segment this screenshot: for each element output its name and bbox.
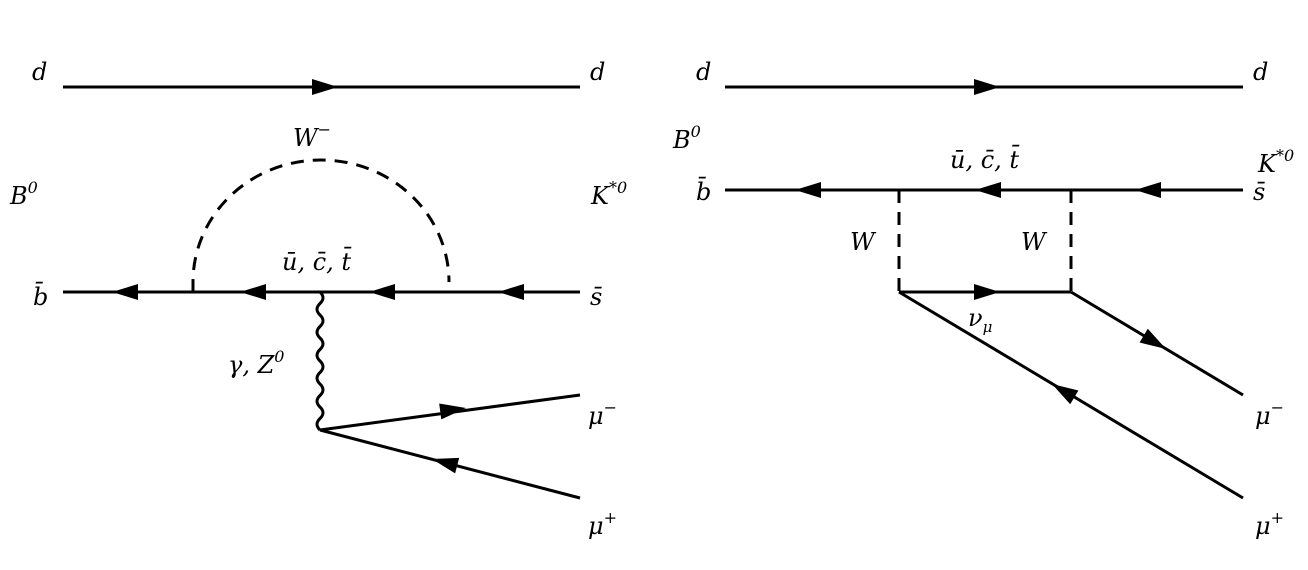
photon-z-propagator: [315, 290, 325, 432]
label-d-out: d: [1253, 58, 1268, 86]
penguin-diagram: d d B0 K*0 W− b̄ s̄ ū, c̄, t̄ γ, Z0 μ− μ…: [9, 58, 627, 540]
label-w-right: W: [1021, 228, 1048, 256]
arrowhead-icon: [1135, 182, 1161, 198]
label-b0: B0: [9, 178, 38, 210]
arrowhead-icon: [1139, 328, 1166, 349]
label-internal-quarks: ū, c̄, t̄: [950, 145, 1020, 174]
arrowhead-icon: [439, 403, 466, 420]
label-d-in: d: [696, 58, 711, 86]
arrowhead-icon: [975, 182, 1001, 198]
label-b-bar: b̄: [33, 282, 48, 311]
label-s-bar: s̄: [1253, 178, 1266, 206]
label-b0: B0: [672, 122, 701, 154]
fermion-arrows: [112, 79, 1166, 474]
label-mu-minus: μ−: [588, 398, 617, 430]
arrowhead-icon: [1052, 384, 1079, 405]
label-internal-quarks: ū, c̄, t̄: [282, 247, 352, 276]
arrowhead-icon: [795, 182, 821, 198]
label-kstar0: K*0: [590, 178, 627, 210]
arrowhead-icon: [112, 284, 138, 300]
arrowhead-icon: [240, 284, 266, 300]
label-s-bar: s̄: [590, 283, 603, 311]
label-d-in: d: [32, 58, 47, 86]
label-gamma-z0: γ, Z0: [228, 347, 284, 379]
label-d-out: d: [590, 58, 605, 86]
arrowhead-icon: [498, 284, 524, 300]
arrowhead-icon: [312, 79, 338, 95]
label-w-left: W: [850, 228, 877, 256]
label-mu-plus: μ+: [588, 508, 617, 540]
label-w-minus: W−: [293, 120, 331, 152]
box-diagram: d d B0 K*0 b̄ s̄ ū, c̄, t̄ W W νμ μ− μ+: [672, 58, 1294, 540]
label-kstar0: K*0: [1257, 146, 1294, 178]
arrowhead-icon: [369, 284, 395, 300]
label-mu-plus: μ+: [1255, 508, 1284, 540]
w-boson-loop: [191, 158, 451, 292]
label-mu-minus: μ−: [1255, 398, 1284, 430]
arrowhead-icon: [432, 457, 460, 474]
arrowhead-icon: [974, 79, 1000, 95]
arrowhead-icon: [974, 284, 1000, 300]
label-b-bar: b̄: [696, 177, 711, 206]
label-nu-mu: νμ: [968, 304, 992, 336]
